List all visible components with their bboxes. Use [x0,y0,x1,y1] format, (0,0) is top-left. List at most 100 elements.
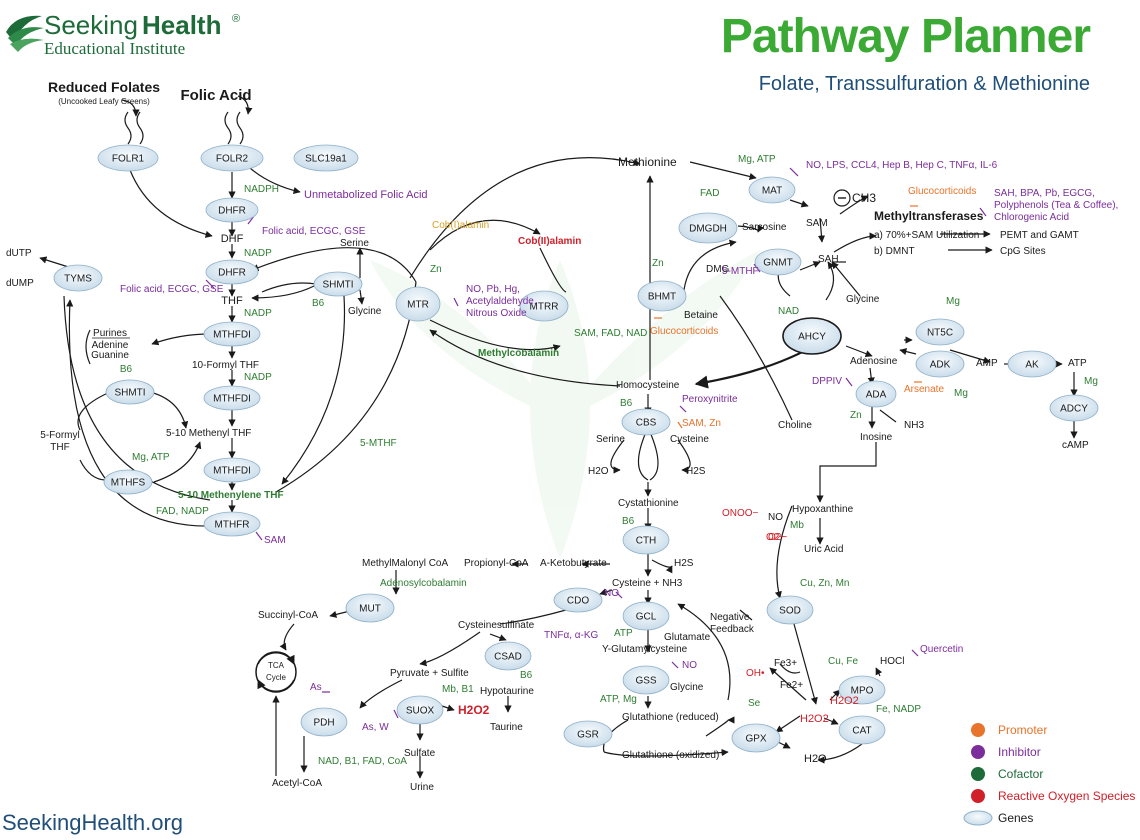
pathway-label: Fe3+ [774,658,797,669]
pathway-label: DPPIV [812,376,842,387]
gene-capsule [200,144,264,172]
gene-mpo[interactable]: MPO [838,675,886,705]
pathway-label: O2− [768,532,787,543]
gene-sod[interactable]: SOD [766,595,814,625]
gene-label: ADA [866,390,887,401]
gene-label: PDH [313,718,334,729]
gene-label: MTHFDI [213,466,251,477]
gene-suox[interactable]: SUOX [396,695,444,725]
gene-mtr[interactable]: MTR [395,286,441,322]
pathway-label: Glutathione (oxidized) [622,750,719,761]
gene-cdo[interactable]: CDO [553,587,603,613]
gene-cth[interactable]: CTH [622,525,670,555]
gene-label: MTHFDI [213,330,251,341]
gene-label: CBS [636,418,657,429]
pathway-label: Purines [93,328,127,339]
pathway-label: FAD [700,188,719,199]
gene-tyms[interactable]: TYMS [53,264,103,292]
pathway-label: Cu, Fe [828,656,858,667]
gene-label: MTRR [530,302,559,313]
gene-mthfdi[interactable]: MTHFDI [203,321,261,347]
gene-gnmt[interactable]: GNMT [754,248,802,276]
purines-bracket [85,329,91,365]
pathway-label: Cysteine [670,434,709,445]
gene-mut[interactable]: MUT [345,593,395,623]
gene-capsule [97,144,159,172]
pathway-label: Adenine [92,340,129,351]
gene-label: GPX [745,734,766,745]
gene-capsule [782,317,842,355]
gene-shmti[interactable]: SHMTI [105,379,155,405]
gene-ak[interactable]: AK [1007,350,1057,378]
gene-label: GCL [636,612,657,623]
pathway-label: Mb, B1 [442,684,474,695]
pathway-label: THF [221,295,243,307]
brand-health: Health [142,10,221,40]
gene-folr2[interactable]: FOLR2 [200,144,264,172]
pathway-label: H2O2 [830,695,859,707]
pathway-label: Unmetabolized Folic Acid [304,189,428,201]
gene-gss[interactable]: GSS [622,665,670,695]
pathway-label: Cu, Zn, Mn [800,578,849,589]
gene-mthfs[interactable]: MTHFS [103,469,153,495]
pathway-label: Zn [850,410,862,421]
brand-sub: Educational Institute [44,39,185,58]
gene-adk[interactable]: ADK [915,350,965,378]
pathway-label: Glycine [348,306,382,317]
gene-adcy[interactable]: ADCY [1049,394,1099,422]
gene-cbs[interactable]: CBS [621,408,671,436]
gene-gsr[interactable]: GSR [563,720,613,748]
gene-gpx[interactable]: GPX [731,723,781,753]
gene-cat[interactable]: CAT [838,715,886,745]
gene-capsule [313,271,363,297]
gene-mat[interactable]: MAT [748,176,796,204]
gene-capsule [395,286,441,322]
gene-folr1[interactable]: FOLR1 [97,144,159,172]
pathway-label: Peroxynitrite [682,394,738,405]
gene-dhfr[interactable]: DHFR [205,197,259,223]
gene-shmti[interactable]: SHMTI [313,271,363,297]
gene-capsule [622,665,670,695]
pathway-label: Pyruvate + Sulfite [390,668,469,679]
gene-csad[interactable]: CSAD [484,641,532,671]
gene-capsule [678,212,738,244]
pathway-label: Urine [410,782,434,793]
pathway-label: Cob(I)alamin [432,220,489,231]
gene-dhfr[interactable]: DHFR [205,259,259,285]
pathway-label: SAM, FAD, NAD [574,328,647,339]
pathway-label: 10-Formyl THF [192,360,259,371]
pathway-label: Cycle [266,673,287,682]
footer-url[interactable]: SeekingHealth.org [2,810,183,835]
pathway-label: Cystathionine [618,498,679,509]
gene-mthfdi[interactable]: MTHFDI [203,457,261,483]
gene-pdh[interactable]: PDH [300,707,348,737]
gene-dmgdh[interactable]: DMGDH [678,212,738,244]
brand-reg: ® [232,13,240,25]
pathway-label: TNFα, α-KG [544,630,599,641]
pathway-label: (Uncooked Leafy Greens) [58,97,150,106]
gene-ada[interactable]: ADA [855,380,897,408]
gene-slc19a1[interactable]: SLC19a1 [293,144,359,172]
gene-bhmt[interactable]: BHMT [637,280,687,312]
pathway-label: Glutamate [664,632,711,643]
pathway-label: NAD, B1, FAD, CoA [318,756,407,767]
gene-mthfdi[interactable]: MTHFDI [203,385,261,411]
pathway-label: NH3 [904,420,924,431]
pathway-label: Serine [340,238,369,249]
pathway-label: b) DMNT [874,246,915,257]
pathway-label: dUMP [6,278,34,289]
pathway-label: FAD, NADP [156,506,209,517]
pathway-label: Quercetin [920,644,963,655]
gene-nt5c[interactable]: NT5C [915,318,965,346]
gene-ahcy[interactable]: AHCY [782,317,842,355]
pathway-label: Acetyl-CoA [272,778,322,789]
gene-gcl[interactable]: GCL [622,601,670,631]
pathway-label: Choline [778,420,812,431]
gene-mthfr[interactable]: MTHFR [203,511,261,537]
pathway-label: Uric Acid [804,544,843,555]
pathway-label: NO [682,660,697,671]
pathway-label: Se [748,698,761,709]
gene-label: MTHFR [215,520,250,531]
gene-mtrr[interactable]: MTRR [519,290,569,322]
gene-label: ADCY [1060,404,1088,415]
